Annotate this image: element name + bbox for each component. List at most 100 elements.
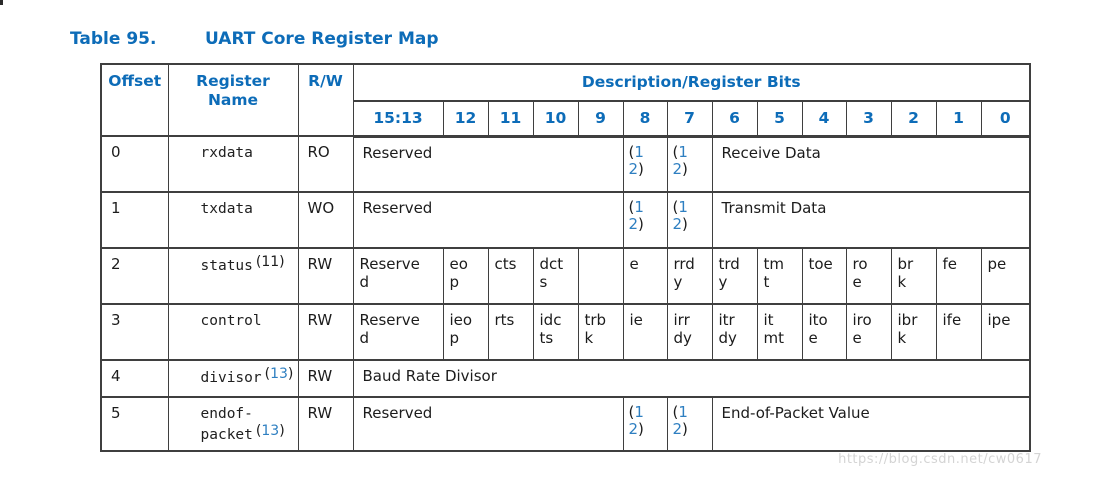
description-cell: Transmit Data (711, 191, 1031, 249)
table-row-status: 2 status(11) RW Reserve d eo p cts dct s… (100, 247, 1031, 305)
offset-cell: 2 (100, 247, 169, 305)
reserved-cell: Reserved (352, 191, 624, 249)
register-map-table: Offset Register Name R/W Description/Reg… (100, 63, 1031, 452)
bit-field-cell: ife (935, 303, 982, 361)
reserved-cell: Reserved (352, 135, 624, 193)
screenshot-corner-artifact (0, 0, 3, 5)
bit-col-header-15-13: 15:13 (352, 100, 444, 138)
description-cell: Baud Rate Divisor (352, 359, 1031, 398)
bit-field-cell: trb k (577, 303, 624, 361)
footnote-ref[interactable]: 1 (634, 142, 644, 161)
footnote-ref[interactable]: 2 (672, 215, 683, 234)
bit-col-header-5: 5 (756, 100, 803, 138)
bit-field-cell: it mt (756, 303, 803, 361)
bit-field-cell: toe (801, 247, 847, 305)
bit-field-cell: rrd y (666, 247, 713, 305)
offset-cell: 0 (100, 135, 169, 193)
bit-col-header-8: 8 (622, 100, 668, 138)
bit-field-cell: e (622, 247, 668, 305)
bit-field-cell: tm t (756, 247, 803, 305)
bit-field-cell: br k (890, 247, 937, 305)
footnote-ref[interactable]: (13) (255, 422, 285, 439)
bit-col-header-11: 11 (487, 100, 534, 138)
footnote-ref[interactable]: 2 (628, 420, 639, 439)
bit-col-header-3: 3 (845, 100, 892, 138)
register-name-cell: endof- packet(13) (167, 396, 299, 452)
table-caption-title: UART Core Register Map (205, 29, 439, 49)
rw-cell: RW (297, 247, 354, 305)
table-row-control: 3 control RW Reserve d ieo p rts idc ts … (100, 303, 1031, 361)
bit-field-cell: cts (487, 247, 534, 305)
rw-cell: RW (297, 359, 354, 398)
bit-field-cell: ibr k (890, 303, 937, 361)
description-column-header: Description/Register Bits (352, 63, 1031, 102)
footnote-ref[interactable]: (13) (264, 366, 294, 382)
bit-field-cell: fe (935, 247, 982, 305)
bit-field-cell: Reserve d (352, 303, 444, 361)
rw-cell: RW (297, 303, 354, 361)
rw-cell: RO (297, 135, 354, 193)
offset-column-header: Offset (100, 63, 169, 137)
rw-cell: RW (297, 396, 354, 452)
bit-field-cell: rts (487, 303, 534, 361)
footnote-ref[interactable]: 1 (678, 142, 688, 161)
register-name-cell: divisor(13) (167, 359, 299, 398)
bit-field-cell: ro e (845, 247, 892, 305)
bit-field-cell: idc ts (532, 303, 579, 361)
bit-field-cell: eo p (442, 247, 489, 305)
bit-field-cell: trd y (711, 247, 758, 305)
bit-field-cell: ipe (980, 303, 1031, 361)
bit-col-header-6: 6 (711, 100, 758, 138)
register-name-cell: rxdata (167, 135, 299, 193)
description-cell: Receive Data (711, 135, 1031, 193)
offset-cell: 5 (100, 396, 169, 452)
rw-cell: WO (297, 191, 354, 249)
footnote-ref[interactable]: 1 (678, 403, 688, 421)
bit-field-cell (577, 247, 624, 305)
rw-column-header: R/W (297, 63, 354, 137)
offset-cell: 3 (100, 303, 169, 361)
bit-col-header-2: 2 (890, 100, 937, 138)
bit-col-header-12: 12 (442, 100, 489, 138)
header-row-top: Offset Register Name R/W Description/Reg… (100, 63, 1031, 137)
register-name-cell: control (167, 303, 299, 361)
table-caption: Table 95.UART Core Register Map (70, 29, 439, 49)
bit-field-cell: Reserve d (352, 247, 444, 305)
header-row-bits: 15:13 12 11 10 9 8 7 6 5 4 3 2 1 0 (101, 100, 1031, 138)
offset-cell: 4 (100, 359, 169, 398)
footnote-ref[interactable]: 1 (678, 198, 688, 216)
bit-field-cell: iro e (845, 303, 892, 361)
footnote-ref[interactable]: 2 (672, 420, 683, 439)
bit-field-cell: pe (980, 247, 1031, 305)
footnote-ref[interactable]: 2 (628, 215, 639, 234)
register-name-cell: status(11) (167, 247, 299, 305)
footnote-ref: (11) (255, 254, 285, 270)
bit-field-cell: itr dy (711, 303, 758, 361)
footnote-ref[interactable]: 2 (628, 159, 639, 178)
bit-field-cell: irr dy (666, 303, 713, 361)
bit-col-header-1: 1 (935, 100, 982, 138)
watermark: https://blog.csdn.net/cw0617 (838, 452, 1042, 467)
bit-col-header-7: 7 (666, 100, 713, 138)
footnote-ref[interactable]: 2 (672, 159, 683, 178)
bit-field-cell: ie (622, 303, 668, 361)
register-name-cell: txdata (167, 191, 299, 249)
footnote-ref[interactable]: 1 (634, 403, 644, 421)
footnote-ref[interactable]: 1 (634, 198, 644, 216)
description-cell: End-of-Packet Value (711, 396, 1031, 452)
bit-col-header-4: 4 (801, 100, 847, 138)
bit-field-cell: ieo p (442, 303, 489, 361)
bit-col-header-9: 9 (577, 100, 624, 138)
offset-cell: 1 (100, 191, 169, 249)
reserved-cell: Reserved (352, 396, 624, 452)
bit-col-header-0: 0 (980, 100, 1031, 138)
bit-field-cell: dct s (532, 247, 579, 305)
